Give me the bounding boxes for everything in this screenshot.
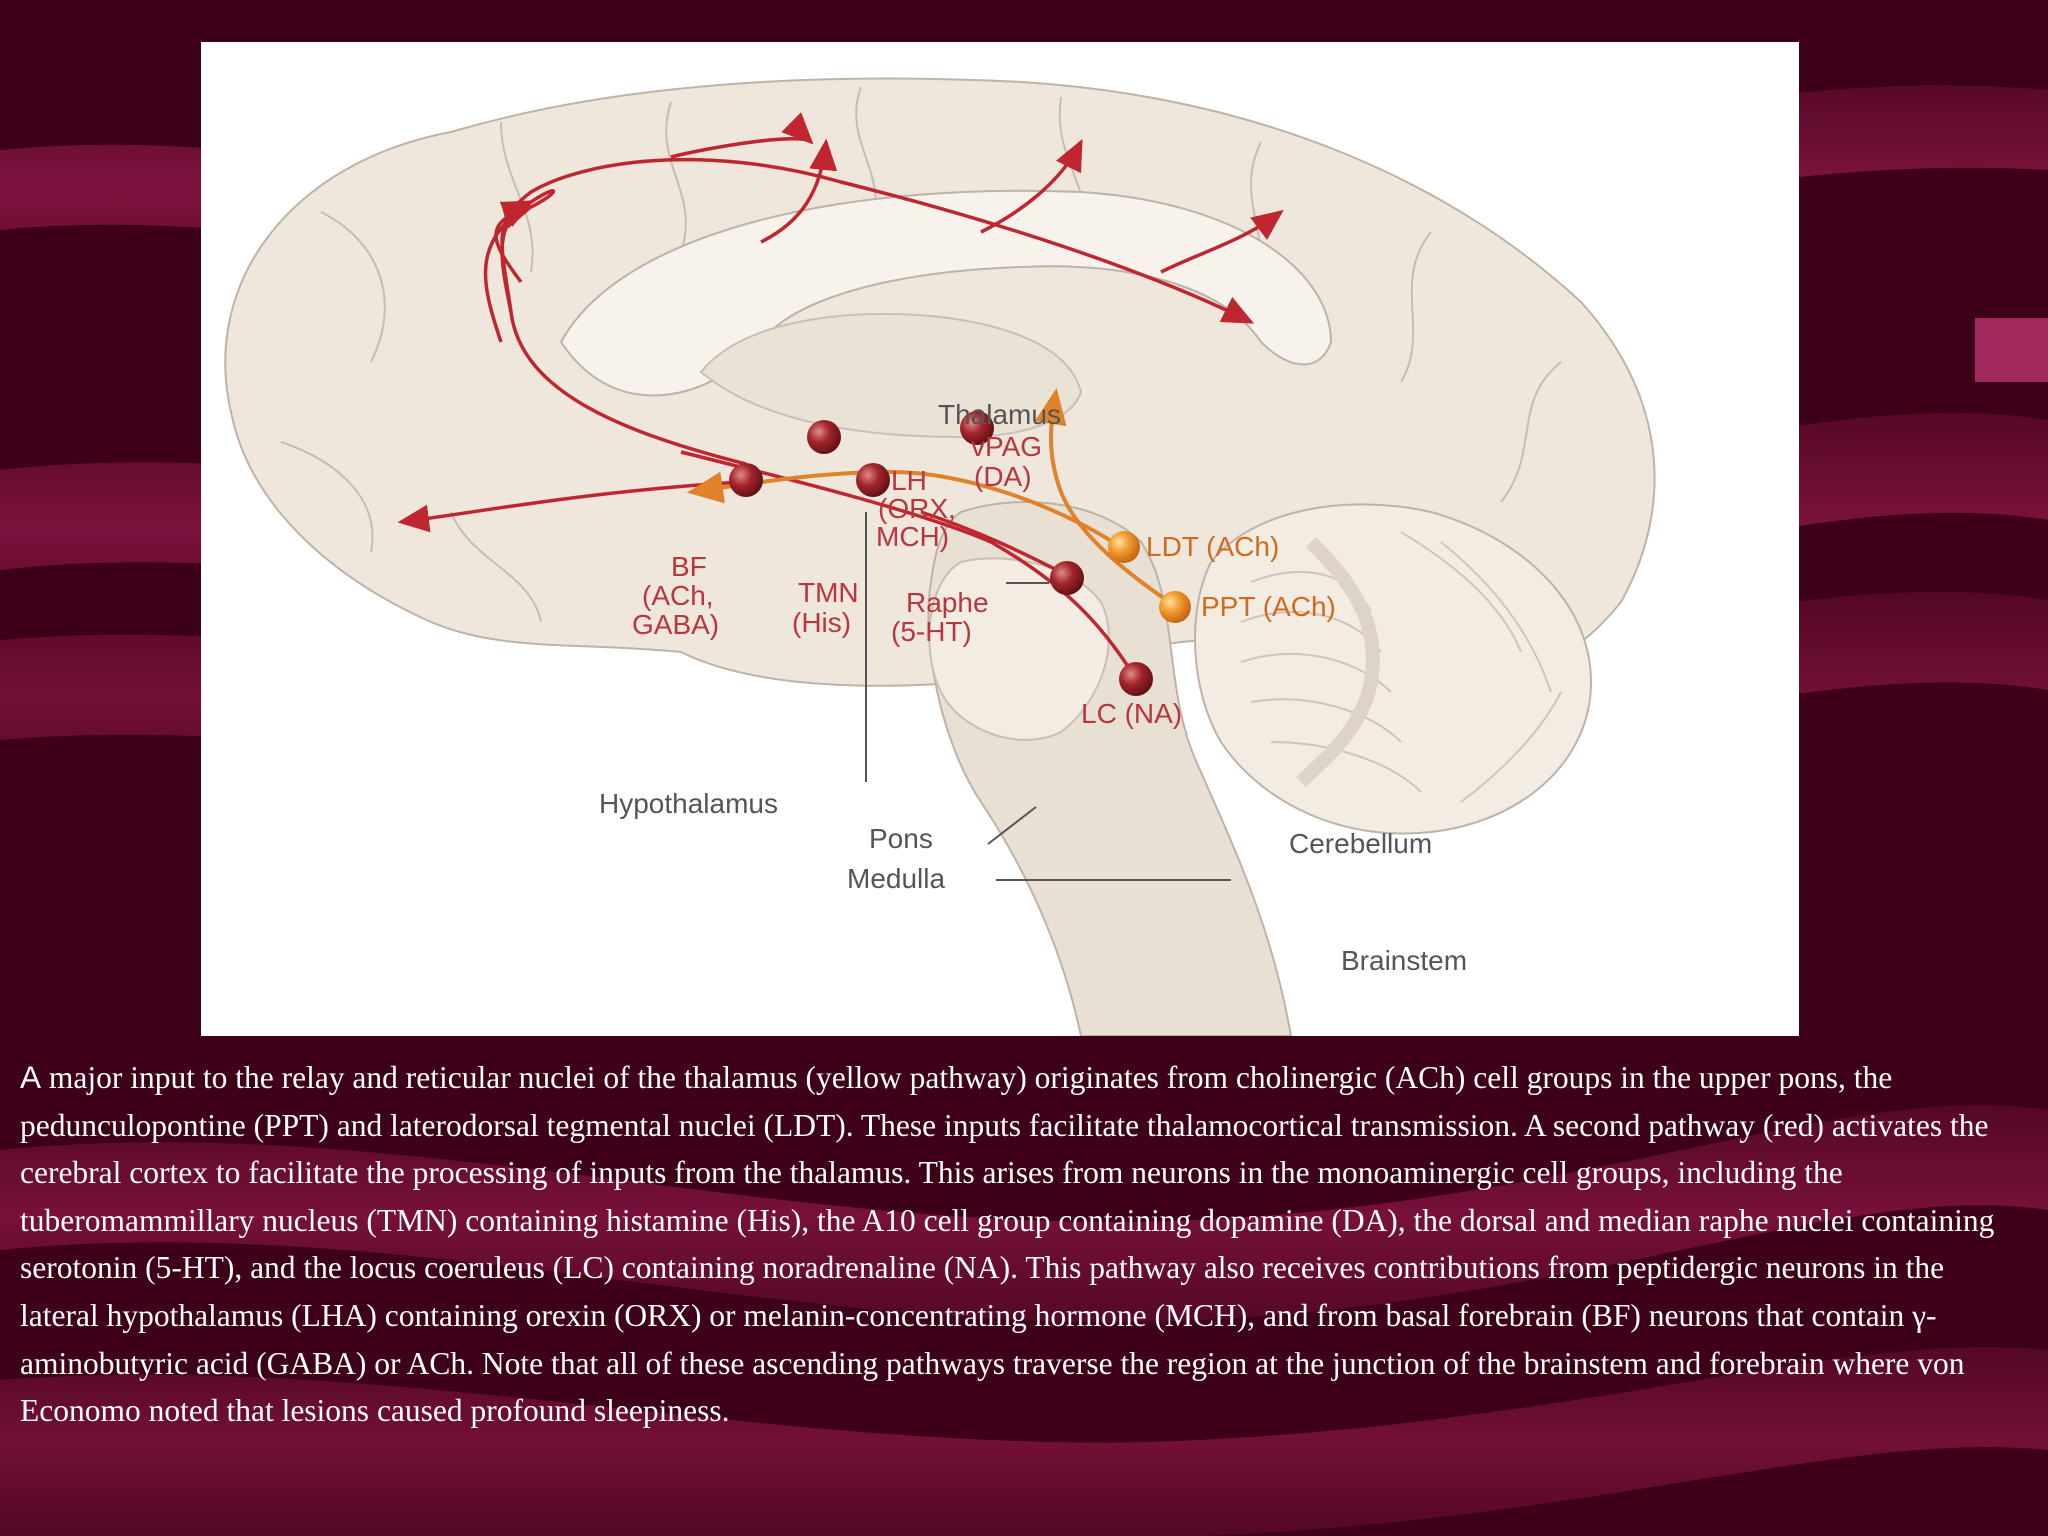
side-tab-marker (1975, 318, 2048, 382)
red-pathway-branch-2 (760, 138, 838, 244)
brain-diagram: Thalamus vPAG (DA) LH (ORX, MCH) BF (ACh… (224, 77, 1656, 1036)
caption-lead-letter: A (20, 1059, 42, 1095)
lc-nucleus (1119, 662, 1153, 696)
background-band (0, 1105, 2048, 1323)
red-pathway-raphe (920, 510, 1062, 574)
label-thalamus: Thalamus (938, 399, 1061, 430)
label-lh-orx: (ORX, (878, 493, 956, 524)
label-lh: LH (891, 465, 927, 496)
red-pathway-branch-3 (980, 138, 1083, 234)
label-brainstem: Brainstem (1341, 945, 1467, 976)
red-pathway-branch-1 (670, 112, 814, 159)
red-pathway-arrowheads (499, 200, 535, 313)
vpag-nucleus (960, 411, 994, 445)
label-bf: BF (671, 551, 707, 582)
label-cerebellum: Cerebellum (1289, 828, 1432, 859)
yellow-pathway-ppt (1034, 388, 1178, 609)
cerebellum (1193, 503, 1593, 835)
label-tmn-his: (His) (792, 607, 851, 638)
label-pons: Pons (869, 823, 933, 854)
bf-nucleus (729, 463, 763, 497)
raphe-nucleus (1050, 561, 1084, 595)
label-medulla: Medulla (847, 863, 945, 894)
label-raphe-5ht: (5-HT) (891, 616, 972, 647)
caption-text: major input to the relay and reticular n… (20, 1060, 1995, 1429)
thalamus-region (699, 313, 1083, 439)
label-vpag: vPAG (971, 431, 1042, 462)
label-tmn: TMN (798, 577, 859, 608)
label-bf-gaba: GABA) (632, 609, 719, 640)
pointer-lines (865, 512, 1231, 881)
red-pathway-to-frontal-pole (397, 480, 742, 533)
background-band (0, 1347, 2048, 1536)
label-raphe: Raphe (906, 587, 989, 618)
red-pathway-branch-4 (1160, 209, 1284, 274)
label-lh-mch: MCH) (876, 521, 949, 552)
ldt-nucleus (1108, 531, 1140, 563)
figure-caption: A major input to the relay and reticular… (20, 1054, 2030, 1435)
label-hypothalamus: Hypothalamus (599, 788, 778, 819)
ppt-nucleus (1159, 591, 1191, 623)
label-ldt: LDT (ACh) (1146, 531, 1279, 562)
label-ppt: PPT (ACh) (1201, 591, 1336, 622)
label-lc: LC (NA) (1081, 698, 1182, 729)
red-pathway-cortical-trunk (500, 157, 1255, 466)
label-vpag-da: (DA) (974, 461, 1032, 492)
tmn-nucleus (856, 463, 890, 497)
label-bf-ach: (ACh, (642, 580, 714, 611)
lh-nucleus (807, 420, 841, 454)
brain-diagram-panel: Thalamus vPAG (DA) LH (ORX, MCH) BF (ACh… (201, 42, 1799, 1036)
